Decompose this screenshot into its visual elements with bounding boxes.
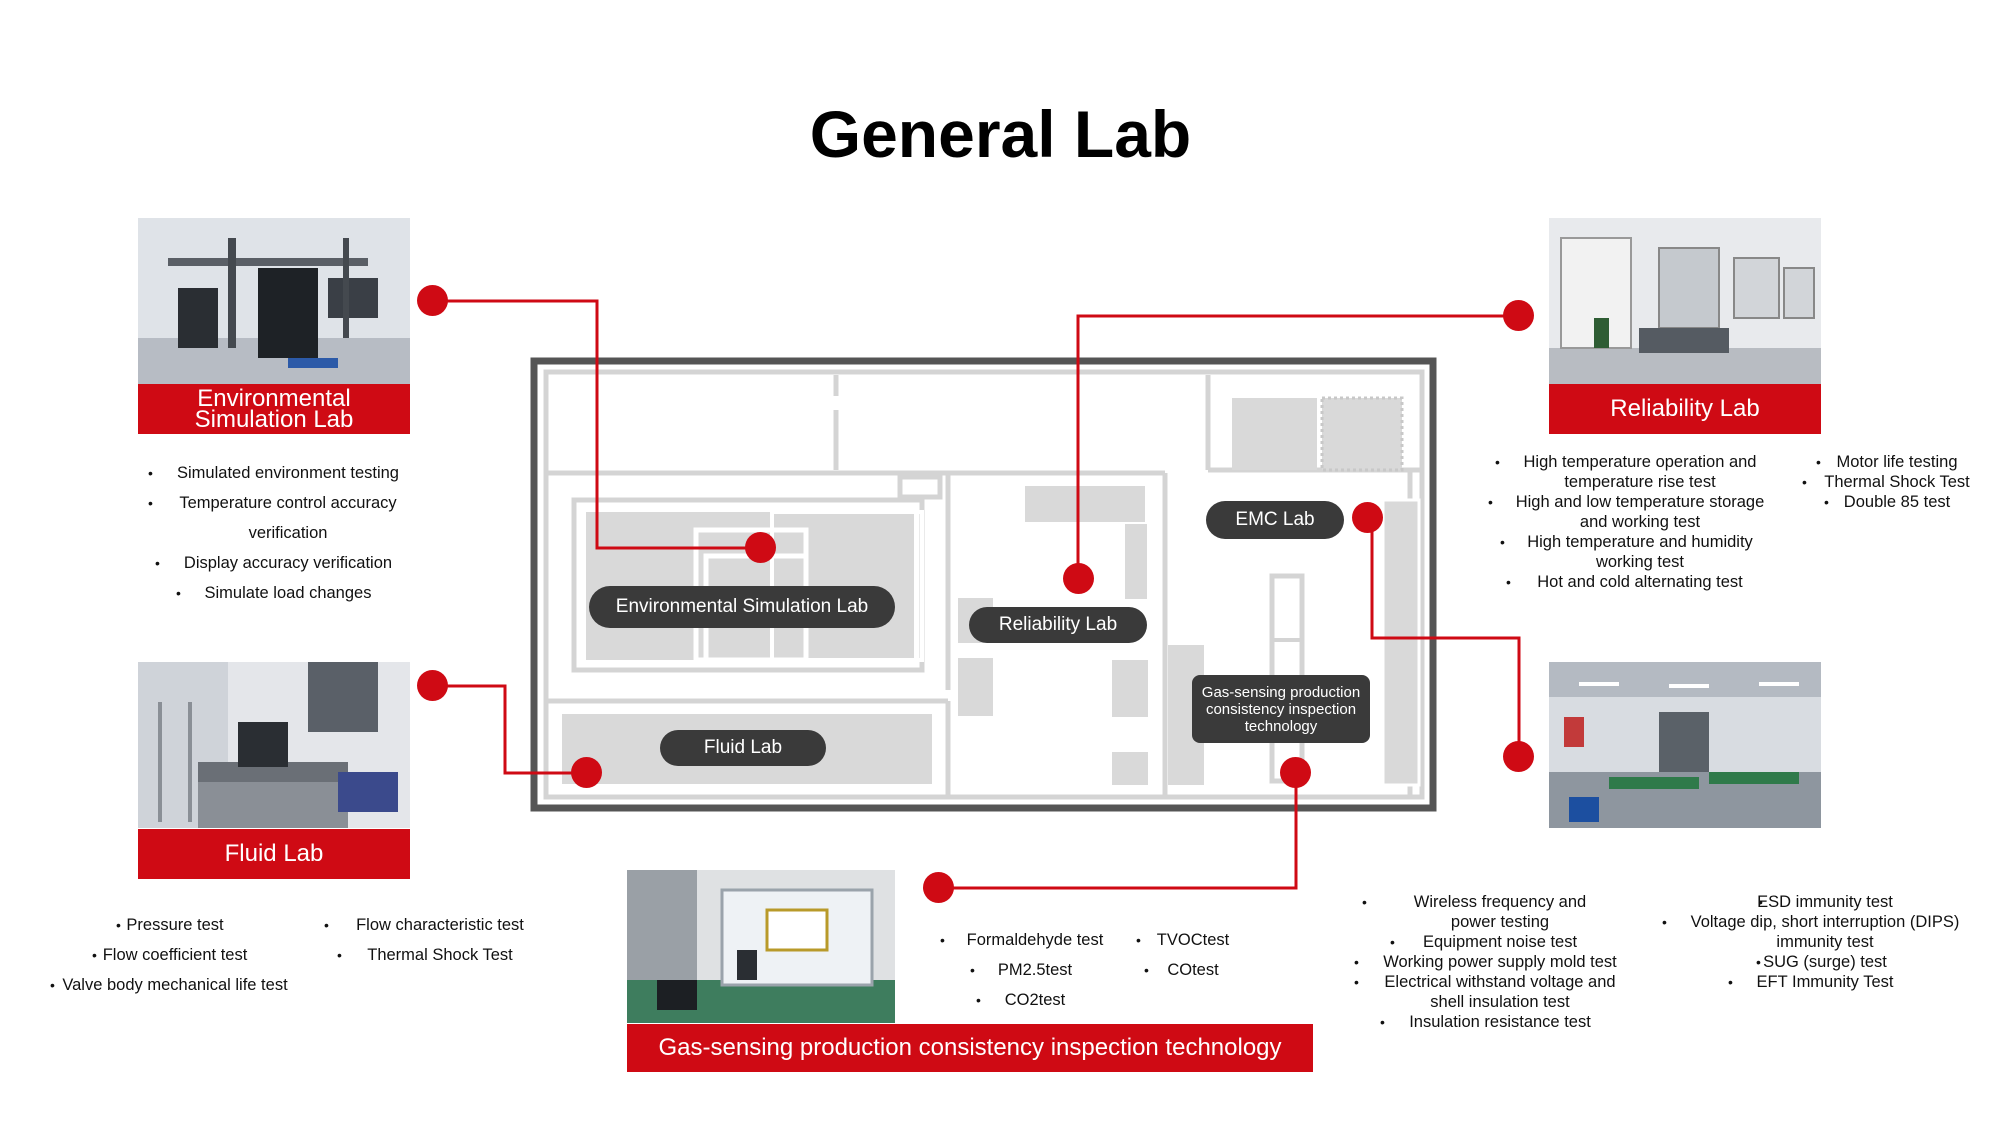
list-item: •High temperature operation and temperat… — [1495, 453, 1757, 491]
emc-tests-left: •Wireless frequency and power testing •E… — [1350, 892, 1650, 1032]
list-item: •Temperature control accuracy verificati… — [148, 494, 397, 542]
list-item: •Insulation resistance test — [1380, 1013, 1591, 1031]
map-label-environmental[interactable]: Environmental Simulation Lab — [589, 586, 895, 628]
connector-reliability — [1076, 314, 1519, 579]
list-item: •Simulated environment testing — [148, 464, 399, 482]
list-item: •Motor life testing — [1816, 453, 1958, 471]
environmental-lab-photo — [138, 218, 410, 384]
gas-tests-right: •TVOCtest •COtest — [1128, 925, 1258, 985]
emc-tests-right: •ESD immunity test •Voltage dip, short i… — [1660, 892, 1990, 992]
reliability-lab-photo — [1549, 218, 1821, 384]
list-item: •Working power supply mold test — [1354, 953, 1617, 971]
floor-plan-inner-wall — [543, 369, 1425, 800]
reliability-tests-left: •High temperature operation and temperat… — [1480, 452, 1800, 592]
map-label-fluid[interactable]: Fluid Lab — [660, 730, 826, 766]
marker-gas-map[interactable] — [1280, 757, 1311, 788]
marker-emc-photo[interactable] — [1503, 741, 1534, 772]
marker-gas-photo[interactable] — [923, 872, 954, 903]
emc-chamber-a — [1232, 398, 1317, 470]
list-item: •Valve body mechanical life test — [50, 976, 288, 994]
map-label-gas[interactable]: Gas-sensing production consistency inspe… — [1192, 675, 1370, 743]
list-item: •Thermal Shock Test — [337, 946, 513, 964]
list-item: •High temperature and humidity working t… — [1500, 533, 1753, 571]
list-item: •ESD immunity test — [1757, 893, 1893, 911]
list-item: •TVOCtest — [1136, 931, 1230, 949]
map-label-reliability[interactable]: Reliability Lab — [969, 607, 1147, 643]
gas-tests-left: •Formaldehyde test •PM2.5test •CO2test — [940, 925, 1130, 1015]
marker-fluid-map[interactable] — [571, 757, 602, 788]
map-label-emc[interactable]: EMC Lab — [1206, 501, 1344, 539]
emc-chamber-b — [1320, 396, 1404, 472]
list-item: •Flow characteristic test — [324, 916, 524, 934]
marker-environmental-photo[interactable] — [417, 285, 448, 316]
list-item: •EFT Immunity Test — [1728, 973, 1894, 991]
reliability-lab-title: Reliability Lab — [1549, 384, 1821, 434]
gas-sensing-title: Gas-sensing production consistency inspe… — [627, 1024, 1313, 1072]
connector-environmental — [433, 299, 761, 550]
marker-reliability-map[interactable] — [1063, 563, 1094, 594]
list-item: •High and low temperature storage and wo… — [1488, 493, 1765, 531]
emc-lab-photo — [1549, 662, 1821, 828]
list-item: •SUG (surge) test — [1756, 953, 1887, 971]
environmental-lab-title: Environmental Simulation Lab — [138, 384, 410, 434]
list-item: •Double 85 test — [1824, 493, 1951, 511]
fluid-tests-right: •Flow characteristic test •Thermal Shock… — [320, 910, 560, 970]
list-item: •Pressure test — [116, 916, 224, 934]
fluid-lab-title: Fluid Lab — [138, 829, 410, 879]
connector-fluid — [433, 684, 587, 775]
gas-sensing-photo — [627, 870, 895, 1023]
list-item: •Formaldehyde test — [940, 931, 1104, 949]
list-item: •Hot and cold alternating test — [1506, 573, 1743, 591]
list-item: •PM2.5test — [970, 961, 1073, 979]
reliability-tests-right: •Motor life testing •Thermal Shock Test … — [1802, 452, 1992, 512]
list-item: •CO2test — [976, 991, 1066, 1009]
marker-environmental-map[interactable] — [745, 532, 776, 563]
connector-gas — [939, 773, 1298, 890]
list-item: •Electrical withstand voltage and shell … — [1354, 973, 1616, 1011]
fluid-lab-photo — [138, 662, 410, 828]
list-item: •Flow coefficient test — [92, 946, 248, 964]
list-item: •Thermal Shock Test — [1802, 473, 1970, 491]
fluid-tests-left: •Pressure test •Flow coefficient test •V… — [40, 910, 310, 1000]
list-item: •Voltage dip, short interruption (DIPS) … — [1662, 913, 1960, 951]
list-item: •Display accuracy verification — [155, 554, 393, 572]
marker-fluid-photo[interactable] — [417, 670, 448, 701]
marker-reliability-photo[interactable] — [1503, 300, 1534, 331]
list-item: •COtest — [1144, 961, 1219, 979]
list-item: •Wireless frequency and power testing — [1362, 893, 1587, 931]
marker-emc-map[interactable] — [1352, 502, 1383, 533]
environmental-tests-list: •Simulated environment testing •Temperat… — [138, 458, 438, 608]
page-title: General Lab — [809, 97, 1192, 171]
list-item: •Simulate load changes — [176, 584, 372, 602]
list-item: •Equipment noise test — [1390, 933, 1578, 951]
